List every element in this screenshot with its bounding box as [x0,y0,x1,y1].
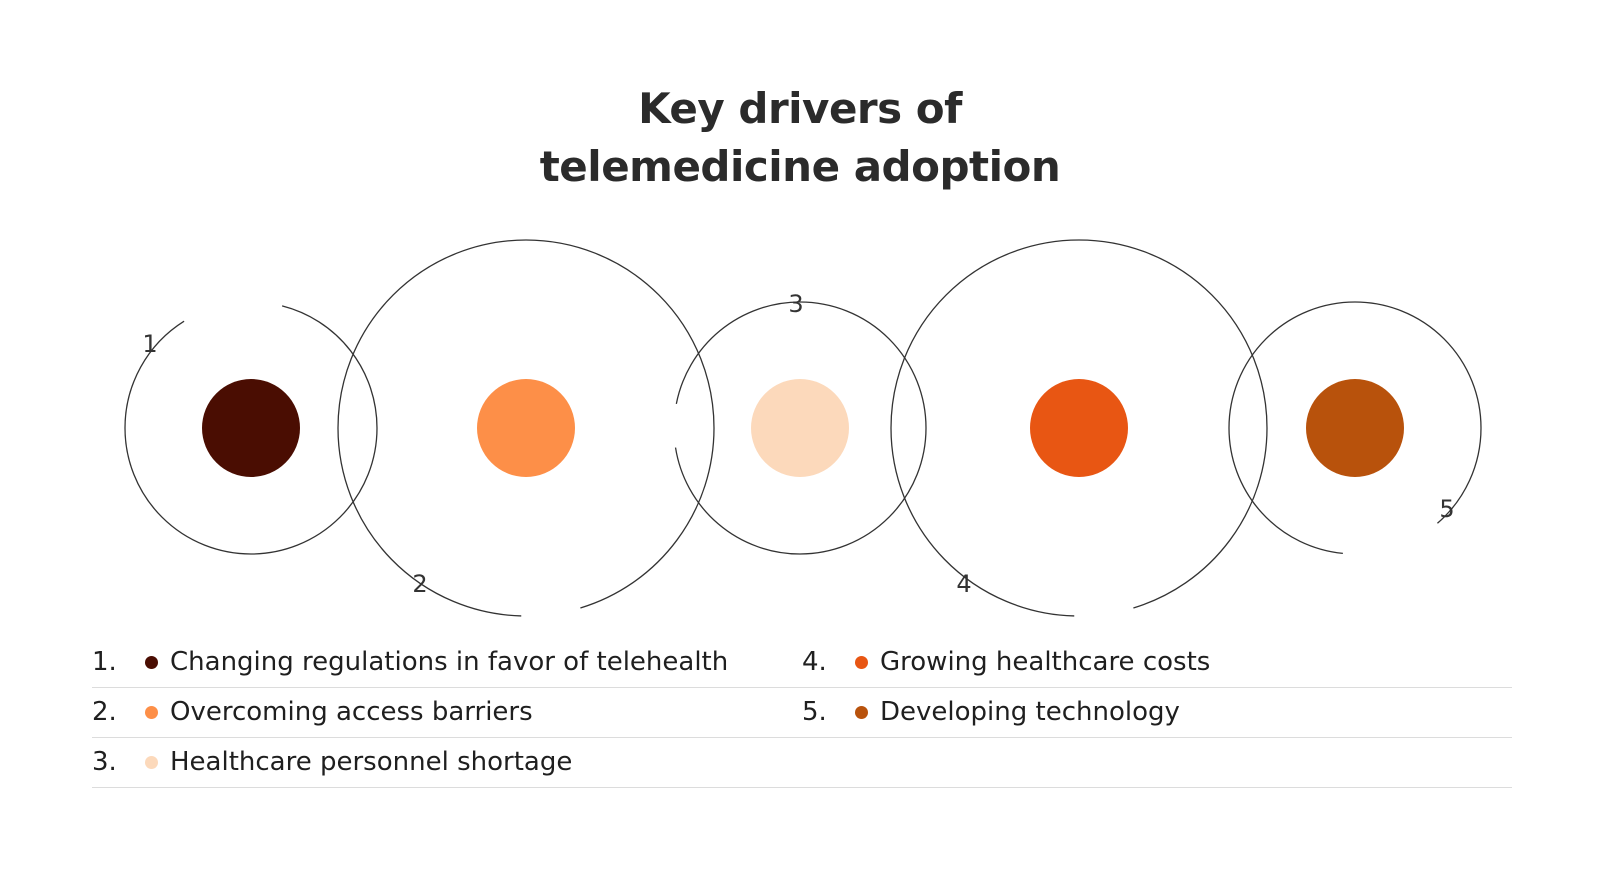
ring-number-4: 4 [956,570,971,598]
legend-dot-icon [855,655,868,669]
legend-item-2: 2. Overcoming access barriers [92,688,533,736]
driver-ring-4: 4 [890,239,1268,617]
legend-item-3: 3. Healthcare personnel shortage [92,738,572,786]
title-line-1: Key drivers of [638,84,962,133]
legend-item-5: 5. Developing technology [802,688,1180,736]
fill-circle-2 [477,379,575,477]
legend-label: Developing technology [880,697,1180,727]
legend-item-4: 4. Growing healthcare costs [802,638,1210,686]
legend-dot-icon [145,705,158,719]
fill-circle-4 [1030,379,1128,477]
legend-label: Healthcare personnel shortage [170,747,573,777]
title-line-2: telemedicine adoption [539,142,1061,191]
legend-dot-icon [855,705,868,719]
driver-ring-5: 5 [1228,301,1482,555]
outline-circle-3 [673,301,927,555]
legend-label: Growing healthcare costs [880,647,1211,677]
ring-number-1: 1 [142,330,157,358]
page-title: Key drivers of telemedicine adoption [0,80,1600,196]
legend-number: 3. [92,747,117,777]
legend-label: Overcoming access barriers [170,697,533,727]
ring-number-2: 2 [412,570,427,598]
legend-label: Changing regulations in favor of telehea… [170,647,729,677]
legend-number: 2. [92,697,117,727]
legend-item-1: 1. Changing regulations in favor of tele… [92,638,728,686]
outline-circle-4 [890,239,1268,617]
ring-number-5: 5 [1439,495,1454,523]
legend-number: 4. [802,647,827,677]
fill-circle-1 [202,379,300,477]
outline-circle-2 [337,239,715,617]
driver-ring-3: 3 [673,290,927,555]
legend-dot-icon [145,755,158,769]
legend-row: 1. Changing regulations in favor of tele… [92,638,1512,688]
outline-circle-5 [1228,301,1482,555]
ring-number-3: 3 [788,290,803,318]
driver-ring-2: 2 [337,239,715,617]
fill-circle-5 [1306,379,1404,477]
legend-number: 1. [92,647,117,677]
legend-row: 2. Overcoming access barriers 5. Develop… [92,688,1512,738]
legend: 1. Changing regulations in favor of tele… [92,638,1512,788]
legend-dot-icon [145,655,158,669]
driver-ring-1: 1 [124,301,378,555]
drivers-diagram: 1 2 3 4 5 [124,239,1482,617]
legend-number: 5. [802,697,827,727]
fill-circle-3 [751,379,849,477]
legend-row: 3. Healthcare personnel shortage [92,738,1512,788]
outline-circle-1 [124,301,378,555]
